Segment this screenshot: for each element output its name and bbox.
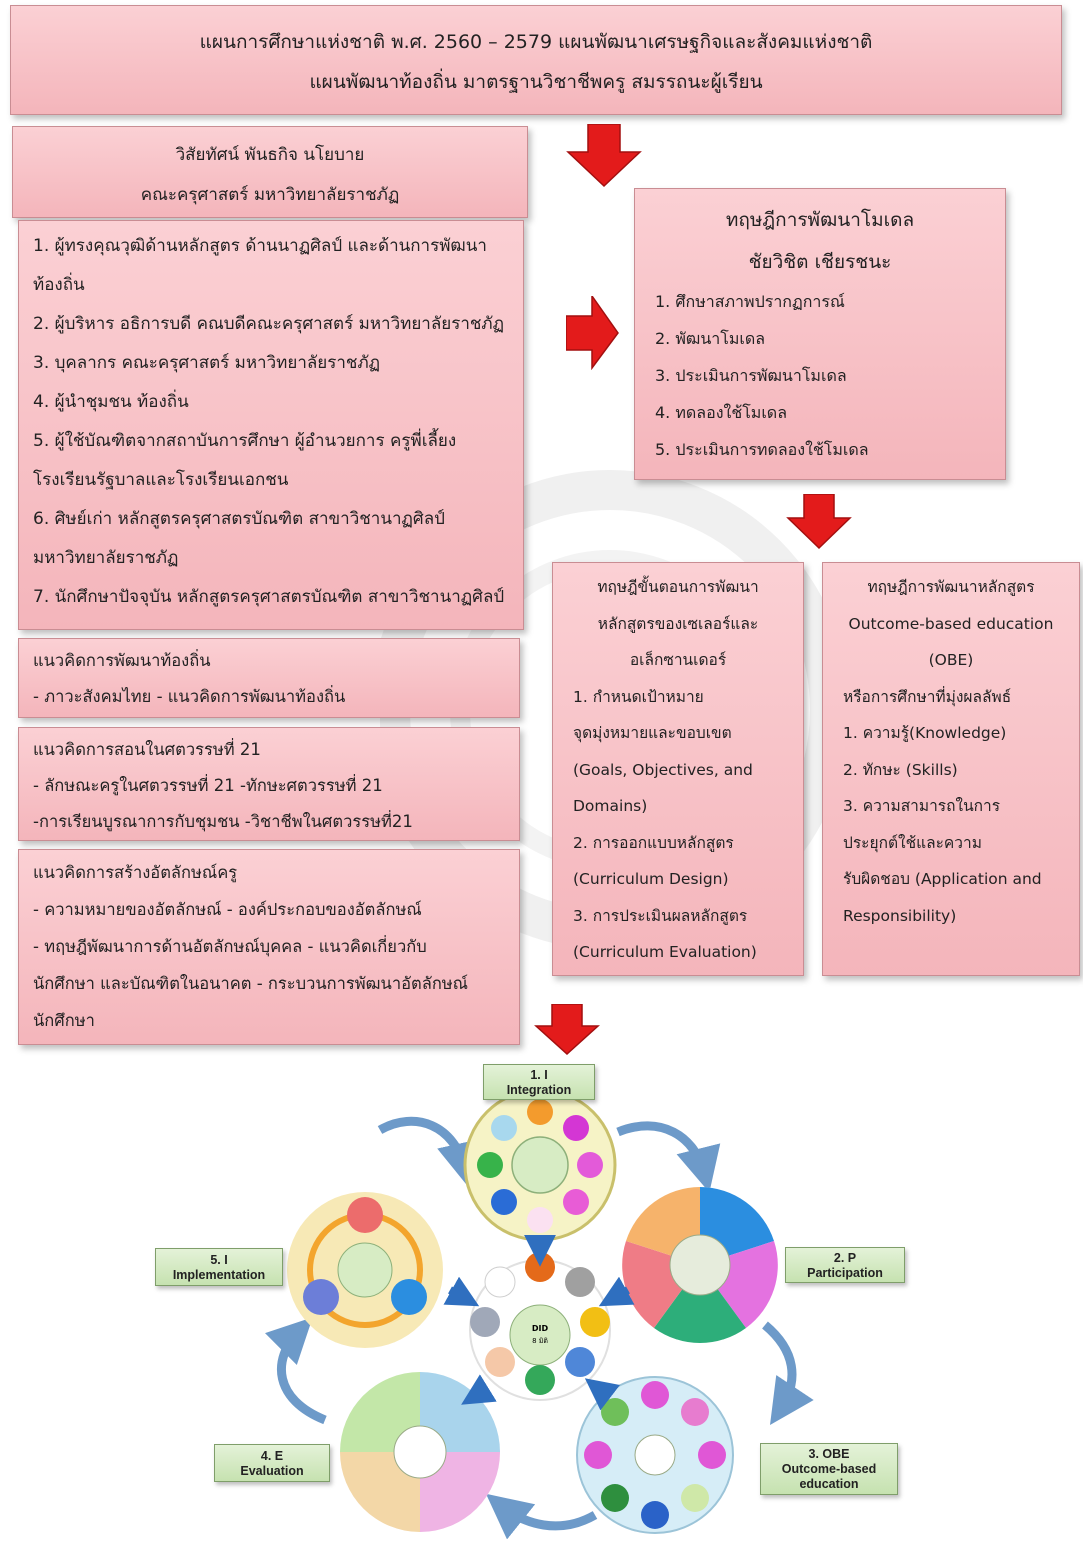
saylor-line: Domains): [573, 797, 648, 815]
saylor-line: จุดมุ่งหมายและขอบเขต: [573, 724, 732, 742]
saylor-line: (Curriculum Evaluation): [573, 943, 757, 961]
local-dev-items: - ภาวะสังคมไทย - แนวคิดการพัฒนาท้องถิ่น: [33, 687, 346, 706]
obe-line: รับผิดชอบ (Application and: [843, 870, 1042, 888]
identity-item: นักศึกษา และบัณฑิตในอนาคต - กระบวนการพัฒ…: [33, 974, 468, 993]
teaching-21-item: - ลักษณะครูในศตวรรษที่ 21 -ทักษะศตวรรษที…: [33, 776, 383, 795]
hub-label-1: DID: [532, 1324, 549, 1333]
stage-tag-implementation: 5. I Implementation: [155, 1248, 283, 1286]
stakeholders-box: 1. ผู้ทรงคุณวุฒิด้านหลักสูตร ด้านนาฏศิลป…: [18, 220, 524, 630]
stage-tag-integration: 1. I Integration: [483, 1064, 595, 1100]
banner-line-1: แผนการศึกษาแห่งชาติ พ.ศ. 2560 – 2579 แผน…: [199, 31, 873, 53]
tag-label: Participation: [807, 1266, 883, 1280]
did-hub: DID 8 มิติ: [469, 1252, 611, 1401]
tag-label: Evaluation: [240, 1464, 304, 1478]
obe-subtitle: หรือการศึกษาที่มุ่งผลลัพธ์: [843, 687, 1012, 706]
obe-title: (OBE): [928, 651, 974, 669]
model-step: 5. ประเมินการทดลองใช้โมเดล: [655, 440, 869, 459]
obe-circle: [576, 1376, 734, 1534]
red-arrow-down-icon: [534, 1004, 600, 1056]
vision-line-1: วิสัยทัศน์ พันธกิจ นโยบาย: [175, 145, 365, 165]
stakeholder-line: 6. ศิษย์เก่า หลักสูตรครุศาสตรบัณฑิต สาขา…: [33, 509, 445, 529]
stakeholder-line: ท้องถิ่น: [33, 275, 85, 295]
tag-label: Implementation: [172, 1268, 266, 1282]
teaching-21-box: แนวคิดการสอนในศตวรรษที่ 21 - ลักษณะครูใน…: [18, 727, 520, 841]
hub-label-2: 8 มิติ: [532, 1337, 548, 1345]
obe-line: Responsibility): [843, 906, 957, 925]
local-dev-title: แนวคิดการพัฒนาท้องถิ่น: [33, 651, 211, 670]
tag-number: 3. OBE: [808, 1447, 850, 1461]
tag-number: 4. E: [260, 1449, 284, 1463]
model-theory-author: ชัยวิชิต เชียรชนะ: [748, 251, 892, 273]
banner-line-2: แผนพัฒนาท้องถิ่น มาตรฐานวิชาชีพครู สมรรถ…: [309, 71, 763, 93]
teaching-21-item: -การเรียนบูรณาการกับชุมชน -วิชาชีพในศตวร…: [33, 812, 413, 831]
identity-item: นักศึกษา: [33, 1011, 95, 1030]
participation-circle: [622, 1187, 778, 1344]
stakeholder-line: โรงเรียนรัฐบาลและโรงเรียนเอกชน: [33, 470, 289, 490]
local-development-box: แนวคิดการพัฒนาท้องถิ่น - ภาวะสังคมไทย - …: [18, 638, 520, 718]
saylor-line: 1. กำหนดเป้าหมาย: [573, 687, 704, 706]
tag-label: Integration: [506, 1083, 572, 1097]
tag-number: 1. I: [530, 1068, 548, 1082]
obe-theory-box: ทฤษฎีการพัฒนาหลักสูตร Outcome-based educ…: [822, 562, 1080, 976]
saylor-line: 3. การประเมินผลหลักสูตร: [573, 906, 748, 925]
to-hub-arrow-icon: [461, 1374, 497, 1405]
teacher-identity-box: แนวคิดการสร้างอัตลักษณ์ครู - ความหมายของ…: [18, 849, 520, 1045]
model-theory-box: ทฤษฎีการพัฒนาโมเดล ชัยวิชิต เชียรชนะ 1. …: [634, 188, 1006, 480]
top-banner: แผนการศึกษาแห่งชาติ พ.ศ. 2560 – 2579 แผน…: [10, 5, 1062, 115]
vision-line-2: คณะครุศาสตร์ มหาวิทยาลัยราชภัฏ: [140, 185, 400, 205]
stakeholder-line: 7. นักศึกษาปัจจุบัน หลักสูตรครุศาสตรบัณฑ…: [33, 587, 505, 607]
saylor-line: 2. การออกแบบหลักสูตร: [573, 833, 734, 852]
obe-line: 3. ความสามารถในการ: [843, 797, 1001, 815]
stakeholder-line: 3. บุคลากร คณะครุศาสตร์ มหาวิทยาลัยราชภั…: [33, 353, 381, 373]
model-step: 3. ประเมินการพัฒนาโมเดล: [655, 366, 847, 385]
stakeholder-line: 2. ผู้บริหาร อธิการบดี คณบดีคณะครุศาสตร์…: [33, 314, 505, 334]
to-hub-arrow-icon: [443, 1276, 480, 1307]
saylor-theory-box: ทฤษฎีขั้นตอนการพัฒนา หลักสูตรของเซเลอร์แ…: [552, 562, 804, 976]
obe-line: 2. ทักษะ (Skills): [843, 760, 958, 779]
model-cycle-diagram: DID 8 มิติ: [265, 1088, 814, 1540]
identity-item: - ความหมายของอัตลักษณ์ - องค์ประกอบของอั…: [33, 900, 422, 919]
evaluation-circle: [340, 1372, 500, 1532]
model-theory-title: ทฤษฎีการพัฒนาโมเดล: [725, 209, 915, 231]
stakeholder-line: 4. ผู้นำชุมชน ท้องถิ่น: [33, 392, 189, 412]
stakeholder-line: 5. ผู้ใช้บัณฑิตจากสถาบันการศึกษา ผู้อำนว…: [33, 431, 457, 451]
model-step: 1. ศึกษาสภาพปรากฏการณ์: [655, 292, 845, 311]
identity-title: แนวคิดการสร้างอัตลักษณ์ครู: [33, 863, 238, 882]
obe-line: 1. ความรู้(Knowledge): [843, 724, 1007, 742]
cycle-arrow-icon: [265, 1317, 327, 1425]
model-step: 2. พัฒนาโมเดล: [655, 329, 766, 348]
vision-box: วิสัยทัศน์ พันธกิจ นโยบาย คณะครุศาสตร์ ม…: [12, 126, 528, 218]
cycle-arrow-icon: [377, 1116, 482, 1188]
saylor-title: ทฤษฎีขั้นตอนการพัฒนา: [597, 578, 759, 596]
identity-item: - ทฤษฎีพัฒนาการด้านอัตลักษณ์บุคคล - แนวค…: [33, 937, 427, 956]
stage-tag-participation: 2. P Participation: [785, 1247, 905, 1283]
tag-label: Outcome-based: [781, 1462, 877, 1476]
cycle-arrow-icon: [616, 1121, 721, 1193]
teaching-21-title: แนวคิดการสอนในศตวรรษที่ 21: [33, 740, 261, 759]
saylor-title: อเล็กซานเดอร์: [629, 651, 727, 669]
to-hub-arrow-icon: [584, 1378, 620, 1411]
red-arrow-down-icon: [786, 494, 852, 550]
cycle-arrow-icon: [485, 1493, 598, 1540]
stage-tag-evaluation: 4. E Evaluation: [214, 1444, 330, 1482]
obe-title: ทฤษฎีการพัฒนาหลักสูตร: [867, 578, 1035, 596]
saylor-line: (Goals, Objectives, and: [573, 760, 753, 779]
cycle-arrow-icon: [762, 1321, 814, 1425]
red-arrow-down-icon: [566, 124, 642, 188]
obe-title: Outcome-based education: [848, 614, 1054, 633]
tag-number: 2. P: [833, 1251, 857, 1265]
saylor-title: หลักสูตรของเซเลอร์และ: [597, 614, 759, 633]
stage-tag-obe: 3. OBE Outcome-based education: [760, 1443, 898, 1495]
saylor-line: (Curriculum Design): [573, 870, 729, 888]
red-arrow-right-icon: [566, 296, 619, 370]
to-hub-arrow-icon: [598, 1276, 635, 1307]
stakeholder-line: มหาวิทยาลัยราชภัฏ: [33, 548, 179, 568]
stakeholder-line: 1. ผู้ทรงคุณวุฒิด้านหลักสูตร ด้านนาฏศิลป…: [33, 236, 487, 256]
tag-label: education: [799, 1477, 859, 1491]
tag-number: 5. I: [210, 1253, 228, 1267]
integration-circle: [463, 1088, 617, 1242]
obe-line: ประยุกต์ใช้และความ: [843, 833, 982, 852]
implementation-circle: [287, 1192, 443, 1348]
model-step: 4. ทดลองใช้โมเดล: [655, 403, 787, 422]
